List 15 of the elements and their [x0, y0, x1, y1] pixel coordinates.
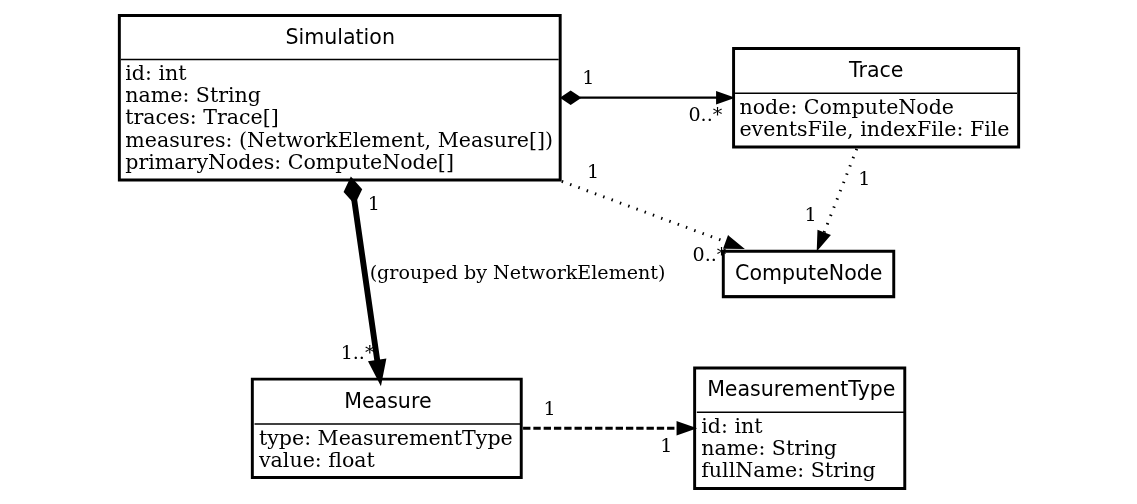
arrow: [559, 90, 735, 105]
label: 1: [804, 203, 817, 227]
arrow: [343, 176, 386, 387]
label: 0..*: [687, 103, 722, 127]
label: 1: [367, 192, 380, 216]
label: 1: [542, 396, 556, 420]
arrow: [816, 148, 858, 252]
arrow: [560, 179, 745, 250]
arrow: [522, 421, 697, 436]
label: 1..*: [340, 340, 374, 364]
label: 1: [581, 66, 594, 90]
edge-label: (grouped by NetworkElement): [369, 261, 666, 285]
label: 1: [586, 160, 599, 184]
label: 1: [659, 433, 672, 457]
label: 1: [857, 167, 870, 191]
